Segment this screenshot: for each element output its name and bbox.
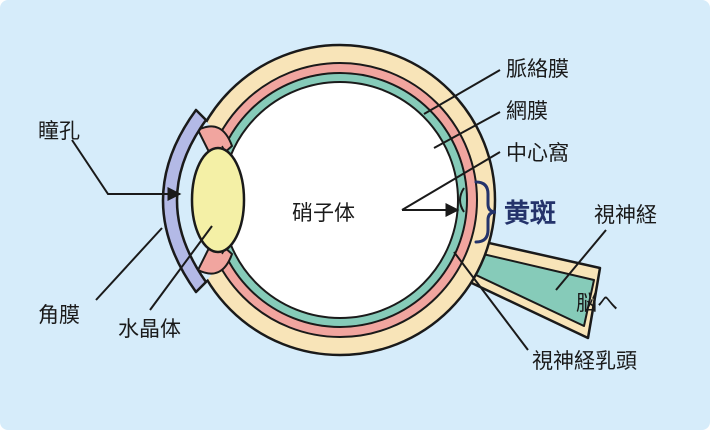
label-vitreous: 硝子体 <box>292 201 355 225</box>
label-lens: 水晶体 <box>118 317 181 341</box>
label-retina: 網膜 <box>506 99 548 123</box>
lens-leader <box>149 225 213 311</box>
lens <box>190 146 246 254</box>
label-optic-nerve: 視神経 <box>594 203 657 227</box>
label-choroid: 脈絡膜 <box>506 57 569 81</box>
label-optic-disc: 視神経乳頭 <box>532 349 637 373</box>
optic-nerve-leader <box>555 229 607 291</box>
choroid-leader <box>423 69 501 115</box>
fovea-leader <box>401 151 501 211</box>
label-macula: 黄斑 <box>504 199 556 229</box>
fovea <box>459 187 465 213</box>
leader-lines <box>71 69 607 351</box>
cornea-leader <box>95 227 163 301</box>
label-fovea: 中心窩 <box>506 141 569 165</box>
label-pupil: 瞳孔 <box>38 119 80 143</box>
label-to-brain: 脳へ <box>576 291 618 315</box>
vitreous-body <box>221 81 459 319</box>
pupil-leader <box>71 139 182 201</box>
optic-disc-leader <box>453 251 529 351</box>
cornea <box>161 108 208 294</box>
macula-bracket <box>474 180 497 244</box>
retina-leader <box>433 111 501 149</box>
label-cornea: 角膜 <box>38 303 80 327</box>
